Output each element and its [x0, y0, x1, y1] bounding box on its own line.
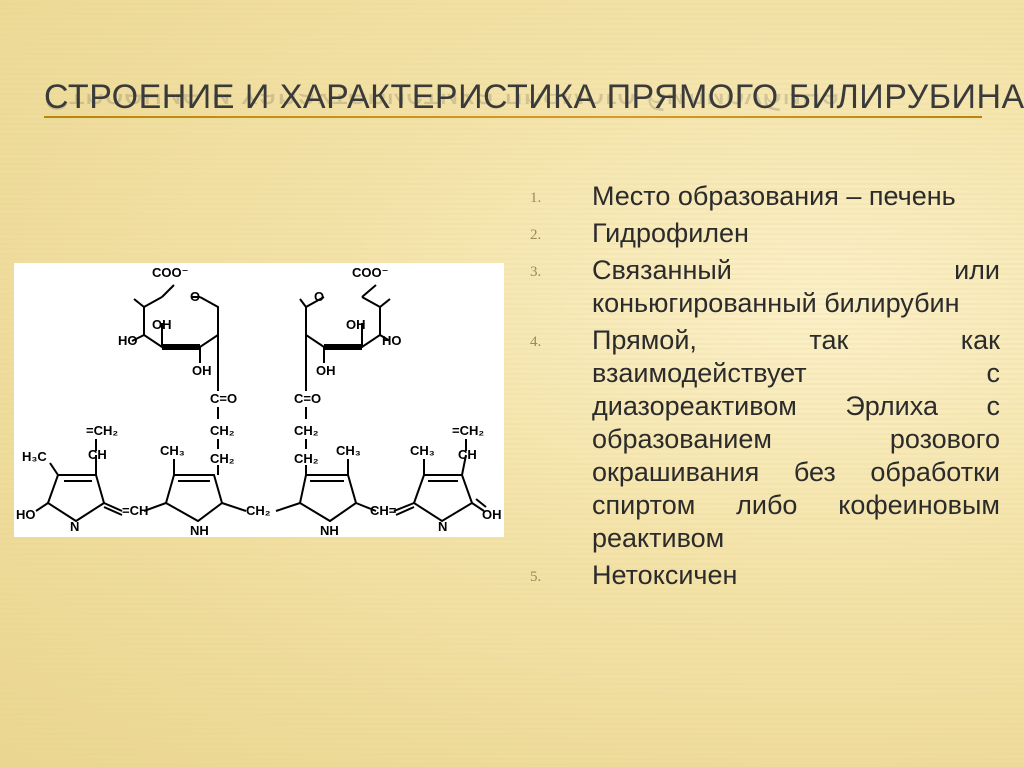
- label-ch2-r1: CH₂: [294, 423, 319, 438]
- label-h3c-left: H₃C: [22, 449, 47, 464]
- label-ch-left: CH: [88, 447, 107, 462]
- list-number: 2.: [530, 227, 542, 243]
- list-text: Место образования – печень: [592, 181, 956, 211]
- list-text: Нетоксичен: [592, 560, 738, 590]
- label-co-left: C=O: [210, 391, 237, 406]
- list-item: 2. Гидрофилен: [530, 217, 1000, 250]
- slide-title: Строение и характеристика прямого билиру…: [44, 78, 1024, 116]
- title-underline: [44, 116, 982, 118]
- label-ho-ring: HO: [16, 507, 36, 522]
- list-text: Прямой, так как взаимодействует с диазор…: [592, 325, 1000, 553]
- label-oh-b: OH: [192, 363, 212, 378]
- label-n-right: N: [438, 519, 447, 534]
- label-eq-ch-left: =CH: [122, 503, 148, 518]
- list-text: Связанный или коньюгированный билирубин: [592, 255, 1000, 318]
- label-co-right: C=O: [294, 391, 321, 406]
- label-ch2-bridge: CH₂: [246, 503, 271, 518]
- structure-bonds: [35, 284, 487, 523]
- list-item: 3. Связанный или коньюгированный билируб…: [530, 254, 1000, 320]
- list-number: 1.: [530, 190, 542, 206]
- label-coo-right: COO⁻: [352, 265, 388, 280]
- label-oh-c: OH: [346, 317, 366, 332]
- list-item: 5. Нетоксичен: [530, 559, 1000, 592]
- label-nh-2: NH: [190, 523, 209, 537]
- label-nh-3: NH: [320, 523, 339, 537]
- list-number: 5.: [530, 569, 542, 585]
- label-ch3-2: CH₃: [160, 443, 185, 458]
- label-oh-a: OH: [152, 317, 172, 332]
- label-o-right: O: [314, 289, 324, 304]
- label-ch-eq-right: CH=: [370, 503, 397, 518]
- label-oh-ring: OH: [482, 507, 502, 522]
- structure-labels: COO⁻ COO⁻ O O OH HO OH OH HO OH C=O C=O …: [16, 265, 502, 537]
- characteristics-list: 1. Место образования – печень 2. Гидрофи…: [530, 180, 1000, 596]
- label-eq-ch2-left: =CH₂: [86, 423, 118, 438]
- label-ch2-r2: CH₂: [294, 451, 319, 466]
- list-text: Гидрофилен: [592, 218, 749, 248]
- title-area: Строение и характеристика прямого билиру…: [44, 78, 1024, 117]
- label-ch3-3: CH₃: [336, 443, 361, 458]
- label-oh-d: OH: [316, 363, 336, 378]
- label-coo-left: COO⁻: [152, 265, 188, 280]
- slide-title-reflection: Строение и характеристика прямого билиру…: [44, 94, 841, 116]
- label-ho-a: HO: [118, 333, 138, 348]
- label-ch-right: CH: [458, 447, 477, 462]
- label-ch2-l2: CH₂: [210, 451, 235, 466]
- label-ch3-4: CH₃: [410, 443, 435, 458]
- label-ho-c: HO: [382, 333, 402, 348]
- label-ch2-l1: CH₂: [210, 423, 235, 438]
- list-number: 3.: [530, 264, 542, 280]
- label-eq-ch2-right: =CH₂: [452, 423, 484, 438]
- list-item: 4. Прямой, так как взаимодействует с диа…: [530, 324, 1000, 555]
- bilirubin-structure-figure: COO⁻ COO⁻ O O OH HO OH OH HO OH C=O C=O …: [14, 263, 504, 537]
- list-item: 1. Место образования – печень: [530, 180, 1000, 213]
- label-o-left: O: [190, 289, 200, 304]
- label-n-left: N: [70, 519, 79, 534]
- list-number: 4.: [530, 334, 542, 350]
